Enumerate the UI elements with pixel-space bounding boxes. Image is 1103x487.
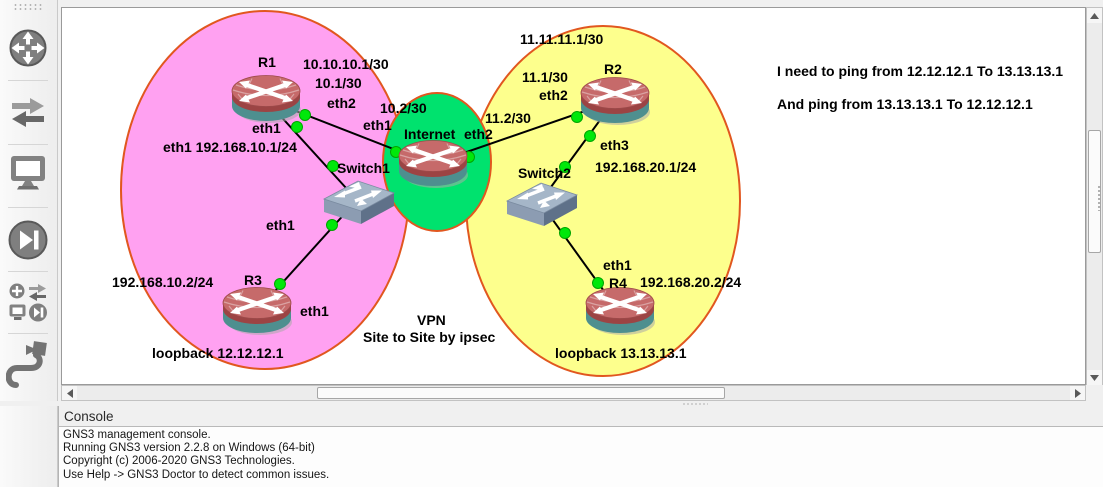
topology-label[interactable]: R1: [258, 54, 276, 70]
toolbar-separator: [8, 271, 48, 272]
link-status-dot: [299, 109, 311, 121]
console-line: GNS3 management console.: [63, 429, 211, 441]
topology-label[interactable]: eth1: [266, 217, 295, 233]
device-toolbar: [0, 0, 58, 487]
add-link-button[interactable]: [5, 338, 51, 390]
topology-label[interactable]: 192.168.10.2/24: [112, 274, 214, 290]
topology-label[interactable]: eth1: [603, 257, 632, 273]
topology-label[interactable]: 192.168.20.1/24: [595, 159, 697, 175]
node-r4[interactable]: [582, 287, 656, 342]
browse-end-devices-button[interactable]: [5, 150, 51, 196]
topology-label[interactable]: eth1: [252, 120, 281, 136]
console-title: Console: [59, 406, 1103, 427]
link-status-dot: [274, 278, 286, 290]
link-status-dot: [592, 277, 604, 289]
topology-label[interactable]: 10.10.10.1/30: [303, 56, 389, 72]
topology-label[interactable]: eth2: [539, 87, 568, 103]
link-status-dot: [559, 227, 571, 239]
console-splitter[interactable]: [0, 401, 1103, 406]
topology-label[interactable]: R3: [244, 272, 262, 288]
console-line: Running GNS3 version 2.2.8 on Windows (6…: [63, 442, 315, 455]
scroll-right-button[interactable]: [1070, 386, 1085, 400]
topology-label[interactable]: I need to ping from 12.12.12.1 To 13.13.…: [777, 63, 1064, 79]
topology-label[interactable]: And ping from 13.13.13.1 To 12.12.12.1: [777, 96, 1033, 112]
console-output[interactable]: GNS3 management console. Running GNS3 ve…: [59, 427, 1103, 487]
console-line: Copyright (c) 2006-2020 GNS3 Technologie…: [63, 455, 295, 468]
browse-switches-button[interactable]: [5, 90, 51, 136]
right-arrow-icon: [1074, 388, 1081, 398]
router-node-icon: [585, 287, 655, 335]
node-switch2[interactable]: [504, 179, 578, 232]
topology-label[interactable]: eth3: [600, 137, 629, 153]
topology-label[interactable]: eth1 192.168.10.1/24: [163, 139, 297, 155]
right-splitter-grip[interactable]: [1097, 185, 1101, 211]
cable-link-icon: [6, 341, 47, 388]
console-line: Use Help -> GNS3 Doctor to detect common…: [63, 468, 330, 481]
topology-label[interactable]: Switch1: [337, 160, 390, 176]
topology-label[interactable]: eth2: [464, 126, 493, 142]
vertical-scrollbar[interactable]: [1086, 7, 1103, 386]
switch-node-icon: [322, 180, 395, 224]
horizontal-scroll-thumb[interactable]: [317, 387, 725, 399]
toolbar-separator: [8, 80, 48, 81]
node-internet[interactable]: [395, 140, 469, 195]
topology-label[interactable]: 11.2/30: [485, 110, 531, 126]
down-arrow-icon: [1090, 374, 1099, 381]
topology-label[interactable]: R2: [604, 61, 622, 77]
horizontal-scrollbar[interactable]: [61, 385, 1086, 401]
topology-canvas[interactable]: R1 10.10.10.1/30 10.1/30 eth2 eth1 eth1 192.1…: [61, 7, 1086, 385]
topology-label[interactable]: loopback 12.12.12.1: [152, 345, 284, 361]
router-node-icon: [222, 287, 292, 335]
console-panel: Console GNS3 management console. Running…: [58, 406, 1103, 487]
toolbar-separator: [8, 144, 48, 145]
topology-label[interactable]: Switch2: [518, 165, 571, 181]
topology-label[interactable]: 11.11.11.1/30: [520, 31, 604, 47]
router-icon: [9, 29, 47, 67]
topology-label[interactable]: eth1: [300, 303, 329, 319]
splitter-grip-dots: [682, 403, 708, 405]
topology-label[interactable]: eth1: [363, 117, 392, 133]
topology-label[interactable]: 10.1/30: [315, 75, 362, 91]
up-arrow-icon: [1090, 12, 1099, 19]
browse-routers-button[interactable]: [5, 25, 51, 71]
monitor-icon: [11, 156, 45, 190]
skip-circle-icon: [8, 220, 48, 260]
link-status-dot: [584, 130, 596, 142]
toolbar-separator: [8, 207, 48, 208]
left-arrow-icon: [66, 388, 73, 398]
toolbar-separator: [8, 333, 48, 334]
topology-label[interactable]: R4: [609, 275, 627, 291]
node-r2[interactable]: [577, 77, 651, 132]
scroll-left-button[interactable]: [62, 386, 77, 400]
node-r1[interactable]: [228, 75, 302, 130]
node-switch1[interactable]: [321, 177, 395, 230]
switch-arrows-icon: [12, 98, 44, 127]
scroll-down-button[interactable]: [1087, 370, 1102, 385]
scroll-up-button[interactable]: [1087, 8, 1102, 23]
toolbar-drag-handle[interactable]: [13, 3, 43, 11]
topology-label[interactable]: Site to Site by ipsec: [363, 329, 496, 345]
router-node-icon: [580, 77, 650, 125]
browse-all-devices-button[interactable]: [5, 280, 51, 326]
link-status-dot: [326, 219, 338, 231]
topology-label[interactable]: 10.2/30: [380, 100, 427, 116]
router-node-icon: [231, 75, 301, 123]
switch-node-icon: [505, 182, 578, 226]
topology-label[interactable]: VPN: [417, 312, 446, 328]
topology-label[interactable]: 11.1/30: [522, 69, 568, 85]
node-r3[interactable]: [219, 287, 293, 342]
link-status-dot: [327, 160, 339, 172]
all-devices-icon: [9, 283, 47, 322]
topology-label[interactable]: 192.168.20.2/24: [640, 274, 742, 290]
link-status-dot: [291, 121, 303, 133]
link-status-dot: [571, 111, 583, 123]
topology-label[interactable]: eth2: [327, 95, 356, 111]
link-status-dot: [559, 161, 571, 173]
topology-label[interactable]: loopback 13.13.13.1: [555, 345, 687, 361]
router-node-icon: [398, 140, 468, 188]
topology-label[interactable]: Internet: [404, 126, 456, 142]
scrollbar-corner: [1086, 385, 1103, 401]
browse-security-devices-button[interactable]: [5, 217, 51, 263]
